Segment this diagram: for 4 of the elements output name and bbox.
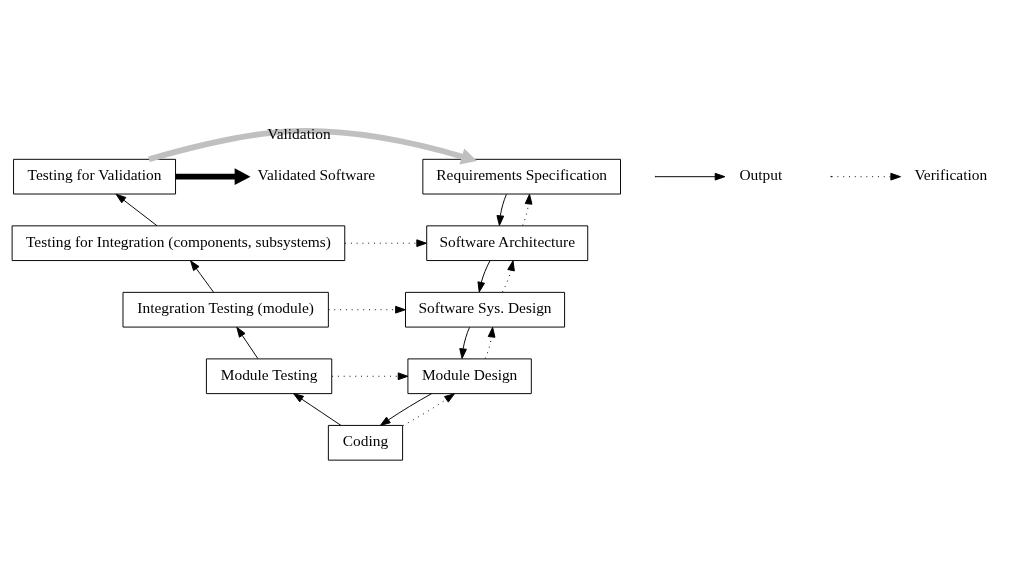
legend-label: Verification [914, 166, 988, 184]
node-text: Validated Software [257, 166, 376, 184]
edge-label: Validation [267, 124, 331, 142]
legend-label: Output [739, 166, 783, 184]
